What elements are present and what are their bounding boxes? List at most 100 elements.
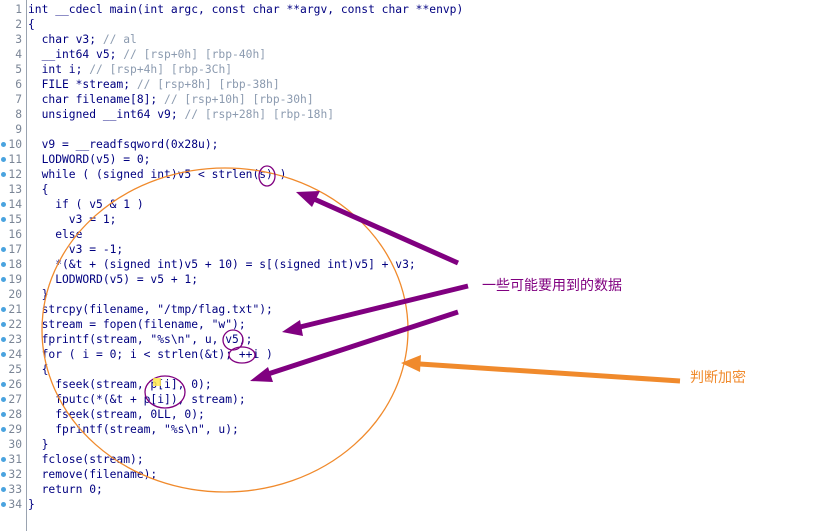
breakpoint-dot-icon[interactable] (1, 472, 6, 477)
code-line[interactable]: 33 return 0; (0, 482, 817, 497)
line-number: 16 (8, 228, 22, 241)
code-text[interactable]: while ( (signed int)v5 < strlen(s) ) (28, 167, 287, 182)
code-line[interactable]: 21 strcpy(filename, "/tmp/flag.txt"); (0, 302, 817, 317)
code-text[interactable]: char filename[8]; // [rsp+10h] [rbp-30h] (28, 92, 314, 107)
code-text[interactable]: FILE *stream; // [rsp+8h] [rbp-38h] (28, 77, 280, 92)
breakpoint-dot-icon[interactable] (1, 217, 6, 222)
code-text[interactable]: v3 = -1; (28, 242, 123, 257)
code-text[interactable]: fclose(stream); (28, 452, 144, 467)
code-text[interactable]: if ( v5 & 1 ) (28, 197, 143, 212)
line-number: 10 (8, 138, 22, 151)
code-text[interactable]: fprintf(stream, "%s\n", u); (28, 422, 239, 437)
code-text[interactable]: fprintf(stream, "%s\n", u, v5); (28, 332, 253, 347)
breakpoint-dot-icon[interactable] (1, 322, 6, 327)
code-line[interactable]: 6 FILE *stream; // [rsp+8h] [rbp-38h] (0, 77, 817, 92)
code-statement: fprintf(stream, "%s\n", u); (28, 423, 239, 436)
breakpoint-dot-icon[interactable] (1, 157, 6, 162)
breakpoint-dot-icon[interactable] (1, 337, 6, 342)
code-text[interactable]: LODWORD(v5) = 0; (28, 152, 151, 167)
breakpoint-dot-icon[interactable] (1, 247, 6, 252)
breakpoint-dot-icon[interactable] (1, 502, 6, 507)
code-text[interactable]: v9 = __readfsqword(0x28u); (28, 137, 219, 152)
code-line[interactable]: 28 fseek(stream, 0LL, 0); (0, 407, 817, 422)
code-line[interactable]: 16 else (0, 227, 817, 242)
breakpoint-dot-icon[interactable] (1, 262, 6, 267)
code-statement: *(&t + (signed int)v5 + 10) = s[(signed … (28, 258, 416, 271)
code-line[interactable]: 24 for ( i = 0; i < strlen(&t); ++i ) (0, 347, 817, 362)
code-text[interactable]: fseek(stream, 0LL, 0); (28, 407, 205, 422)
breakpoint-dot-icon[interactable] (1, 142, 6, 147)
code-text[interactable]: strcpy(filename, "/tmp/flag.txt"); (28, 302, 273, 317)
breakpoint-dot-icon[interactable] (1, 277, 6, 282)
code-line[interactable]: 14 if ( v5 & 1 ) (0, 197, 817, 212)
code-statement: remove(filename); (28, 468, 158, 481)
code-line[interactable]: 8 unsigned __int64 v9; // [rsp+28h] [rbp… (0, 107, 817, 122)
code-statement: stream = fopen(filename, "w"); (28, 318, 246, 331)
breakpoint-dot-icon[interactable] (1, 427, 6, 432)
line-number: 30 (8, 438, 22, 451)
code-line[interactable]: 32 remove(filename); (0, 467, 817, 482)
code-statement: int i; (28, 63, 90, 76)
line-number: 31 (8, 453, 22, 466)
breakpoint-dot-icon[interactable] (1, 487, 6, 492)
code-text[interactable]: else (28, 227, 82, 242)
code-line[interactable]: 34} (0, 497, 817, 512)
code-line[interactable]: 29 fprintf(stream, "%s\n", u); (0, 422, 817, 437)
code-line[interactable]: 17 v3 = -1; (0, 242, 817, 257)
code-line[interactable]: 22 stream = fopen(filename, "w"); (0, 317, 817, 332)
code-line[interactable]: 20 } (0, 287, 817, 302)
code-text[interactable]: unsigned __int64 v9; // [rsp+28h] [rbp-1… (28, 107, 334, 122)
code-line[interactable]: 9 (0, 122, 817, 137)
code-statement: { (28, 18, 35, 31)
code-line[interactable]: 4 __int64 v5; // [rsp+0h] [rbp-40h] (0, 47, 817, 62)
code-text[interactable]: stream = fopen(filename, "w"); (28, 317, 246, 332)
code-text[interactable]: for ( i = 0; i < strlen(&t); ++i ) (28, 347, 273, 362)
code-line[interactable]: 12 while ( (signed int)v5 < strlen(s) ) (0, 167, 817, 182)
line-number: 17 (8, 243, 22, 256)
breakpoint-dot-icon[interactable] (1, 382, 6, 387)
code-line[interactable]: 30 } (0, 437, 817, 452)
code-line[interactable]: 7 char filename[8]; // [rsp+10h] [rbp-30… (0, 92, 817, 107)
code-line[interactable]: 11 LODWORD(v5) = 0; (0, 152, 817, 167)
breakpoint-dot-icon[interactable] (1, 397, 6, 402)
breakpoint-dot-icon[interactable] (1, 202, 6, 207)
code-text[interactable]: *(&t + (signed int)v5 + 10) = s[(signed … (28, 257, 416, 272)
code-text[interactable]: { (28, 17, 35, 32)
code-text[interactable]: LODWORD(v5) = v5 + 1; (28, 272, 198, 287)
code-text[interactable]: int i; // [rsp+4h] [rbp-3Ch] (28, 62, 232, 77)
line-number: 2 (15, 18, 22, 31)
breakpoint-dot-icon[interactable] (1, 352, 6, 357)
code-line[interactable]: 19 LODWORD(v5) = v5 + 1; (0, 272, 817, 287)
code-text[interactable]: int __cdecl main(int argc, const char **… (28, 2, 463, 17)
breakpoint-dot-icon[interactable] (1, 307, 6, 312)
code-line[interactable]: 31 fclose(stream); (0, 452, 817, 467)
code-line[interactable]: 3 char v3; // al (0, 32, 817, 47)
code-text[interactable]: fseek(stream, p[i], 0); (28, 377, 211, 392)
code-text[interactable]: return 0; (28, 482, 103, 497)
breakpoint-dot-icon[interactable] (1, 172, 6, 177)
code-text[interactable]: } (28, 497, 35, 512)
code-line[interactable]: 15 v3 = 1; (0, 212, 817, 227)
code-text[interactable]: { (28, 182, 49, 197)
code-text[interactable]: v3 = 1; (28, 212, 117, 227)
code-line[interactable]: 5 int i; // [rsp+4h] [rbp-3Ch] (0, 62, 817, 77)
code-text[interactable]: __int64 v5; // [rsp+0h] [rbp-40h] (28, 47, 266, 62)
breakpoint-dot-icon[interactable] (1, 412, 6, 417)
code-text[interactable]: fputc(*(&t + p[i]), stream); (28, 392, 245, 407)
code-line[interactable]: 10 v9 = __readfsqword(0x28u); (0, 137, 817, 152)
code-text[interactable]: char v3; // al (28, 32, 137, 47)
code-text[interactable]: { (28, 362, 49, 377)
code-line[interactable]: 13 { (0, 182, 817, 197)
code-text[interactable]: } (28, 437, 49, 452)
line-number: 14 (8, 198, 22, 211)
code-text[interactable]: } (28, 287, 49, 302)
code-line[interactable]: 2{ (0, 17, 817, 32)
code-line[interactable]: 18 *(&t + (signed int)v5 + 10) = s[(sign… (0, 257, 817, 272)
breakpoint-dot-icon[interactable] (1, 457, 6, 462)
code-line[interactable]: 27 fputc(*(&t + p[i]), stream); (0, 392, 817, 407)
code-line[interactable]: 23 fprintf(stream, "%s\n", u, v5); (0, 332, 817, 347)
code-text[interactable]: remove(filename); (28, 467, 158, 482)
